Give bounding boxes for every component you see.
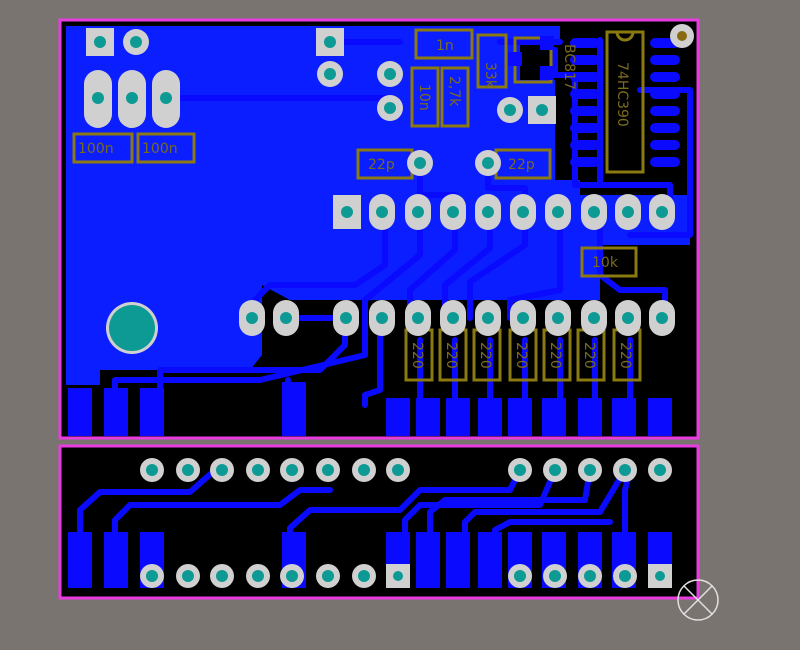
label-r-220-3: 220 bbox=[477, 342, 493, 369]
pad-row3-6-drill bbox=[358, 464, 370, 476]
label-r-27k: 2,7k bbox=[446, 76, 462, 107]
pad-row2-0-drill bbox=[246, 312, 258, 324]
pad-row4-sq-b-drill bbox=[655, 571, 665, 581]
header-row-2 bbox=[239, 300, 675, 336]
label-r-220-1: 220 bbox=[409, 342, 425, 369]
transistor-bc817 bbox=[508, 36, 554, 84]
pad-row4-sq-a-drill bbox=[393, 571, 403, 581]
pad-row1-6-drill bbox=[588, 206, 600, 218]
mounting-hole-icon bbox=[106, 302, 158, 354]
pad-row1-0-drill bbox=[376, 206, 388, 218]
pad-row4-6-drill bbox=[358, 570, 370, 582]
pad-row3-9-drill bbox=[549, 464, 561, 476]
through-hole-pads bbox=[84, 24, 694, 229]
ic-74hc390 bbox=[570, 30, 680, 174]
pad-row3-0-drill bbox=[146, 464, 158, 476]
pad-row2-8-drill bbox=[552, 312, 564, 324]
pad-row3-10-drill bbox=[584, 464, 596, 476]
pad-row2-2-drill bbox=[340, 312, 352, 324]
pad-row4-2-drill bbox=[216, 570, 228, 582]
pad-row4-r-3-drill bbox=[619, 570, 631, 582]
pad-row3-2-drill bbox=[216, 464, 228, 476]
pad-row4-r-2-drill bbox=[584, 570, 596, 582]
label-c-22p-a: 22p bbox=[368, 157, 395, 173]
pad-row2-5-drill bbox=[447, 312, 459, 324]
pad-row1-4-drill bbox=[517, 206, 529, 218]
pad-row2-10-drill bbox=[622, 312, 634, 324]
label-c-100n-a: 100n bbox=[78, 141, 114, 157]
pad-row4-3-drill bbox=[252, 570, 264, 582]
label-r-220-6: 220 bbox=[581, 342, 597, 369]
pad-row4-r-1-drill bbox=[549, 570, 561, 582]
pad-row3-1-drill bbox=[182, 464, 194, 476]
label-r-220-2: 220 bbox=[443, 342, 459, 369]
pad-row1-7-drill bbox=[622, 206, 634, 218]
pad-row2-9-drill bbox=[588, 312, 600, 324]
pad-row1-1-drill bbox=[412, 206, 424, 218]
header-row-3 bbox=[140, 458, 672, 482]
pad-row2-11-drill bbox=[656, 312, 668, 324]
pad-row1-8-drill bbox=[656, 206, 668, 218]
pad-row4-0-drill bbox=[146, 570, 158, 582]
label-q-bc817: BC817 bbox=[561, 44, 577, 90]
label-c-1n: 1n bbox=[436, 38, 454, 54]
pad-row1-5-drill bbox=[552, 206, 564, 218]
header-row-1 bbox=[369, 194, 675, 230]
pad-row1-2-drill bbox=[447, 206, 459, 218]
label-u-74hc390: 74HC390 bbox=[614, 62, 630, 127]
pad-row2-3-drill bbox=[376, 312, 388, 324]
header-row-4 bbox=[140, 564, 672, 588]
label-c-10n: 10n bbox=[416, 84, 432, 111]
pad-row2-4-drill bbox=[412, 312, 424, 324]
pad-row1-3-drill bbox=[482, 206, 494, 218]
origin-crosshair-icon bbox=[677, 579, 719, 621]
pad-row2-1-drill bbox=[280, 312, 292, 324]
label-c-22p-b: 22p bbox=[508, 157, 535, 173]
pad-row3-7-drill bbox=[392, 464, 404, 476]
pad-row3-5-drill bbox=[322, 464, 334, 476]
pad-row4-1-drill bbox=[182, 570, 194, 582]
pad-row4-4-drill bbox=[286, 570, 298, 582]
pad-row3-12-drill bbox=[654, 464, 666, 476]
smd-pads-top bbox=[68, 382, 672, 436]
pad-row2-6-drill bbox=[482, 312, 494, 324]
label-r-33k: 33k bbox=[482, 62, 498, 89]
label-r-220-7: 220 bbox=[617, 342, 633, 369]
pad-row3-8-drill bbox=[514, 464, 526, 476]
label-r-220-5: 220 bbox=[547, 342, 563, 369]
pad-row3-3-drill bbox=[252, 464, 264, 476]
pad-row3-11-drill bbox=[619, 464, 631, 476]
pad-row3-4-drill bbox=[286, 464, 298, 476]
label-c-100n-b: 100n bbox=[142, 141, 178, 157]
pad-row4-5-drill bbox=[322, 570, 334, 582]
pad-row2-7-drill bbox=[517, 312, 529, 324]
label-r-220-4: 220 bbox=[513, 342, 529, 369]
pad-row4-r-0-drill bbox=[514, 570, 526, 582]
label-r-10k: 10k bbox=[592, 255, 619, 271]
